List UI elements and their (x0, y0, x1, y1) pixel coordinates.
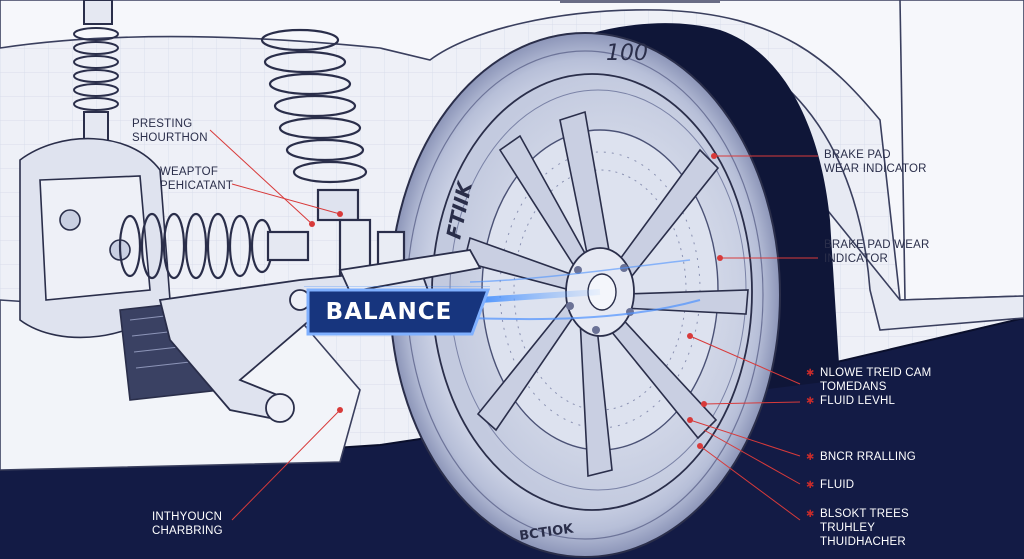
warning-marker-icon: ✱ (806, 368, 815, 379)
callout-pressure-shock: PRESTING SHOURTHON (132, 118, 208, 144)
callout-bisokt-trees: BLSOKT TREES TRUHLEY THUIDHACHER (820, 508, 909, 548)
coil-spring-horizontal (118, 212, 310, 280)
brake-caliper-assembly (19, 137, 221, 401)
warning-marker-icon: ✱ (806, 480, 815, 491)
wheel-arch (470, 23, 840, 390)
callout-brake-pad-wear-2: BRAKE PAD WEAR INDICATOR (824, 239, 930, 265)
balance-beam (479, 289, 601, 303)
callout-leaders (209, 129, 818, 521)
warning-marker-icon: ✱ (806, 452, 815, 463)
balance-label: BALANCE (325, 299, 453, 325)
warning-marker-icon: ✱ (806, 509, 815, 520)
balance-badge: BALANCE (302, 286, 490, 338)
callout-bnc-rralling: BNCR RRALLING (820, 451, 916, 463)
callout-fluid: FLUID (820, 479, 855, 491)
callout-inthyoucn: INTHYOUCN CHARBRING (152, 511, 223, 537)
warning-marker-icon: ✱ (806, 396, 815, 407)
callout-fluid-level: FLUID LEVHL (820, 395, 896, 407)
callout-brake-pad-wear-1: BRAKE PAD WEAR INDICATOR (824, 149, 927, 175)
callout-tread-cam: NLOWE TREID CAM TOMEDANS (820, 367, 932, 393)
callout-weight-lubricant: WEAPTOF PEHICATANT (160, 166, 234, 192)
tire-size-text: 100 (606, 41, 648, 66)
